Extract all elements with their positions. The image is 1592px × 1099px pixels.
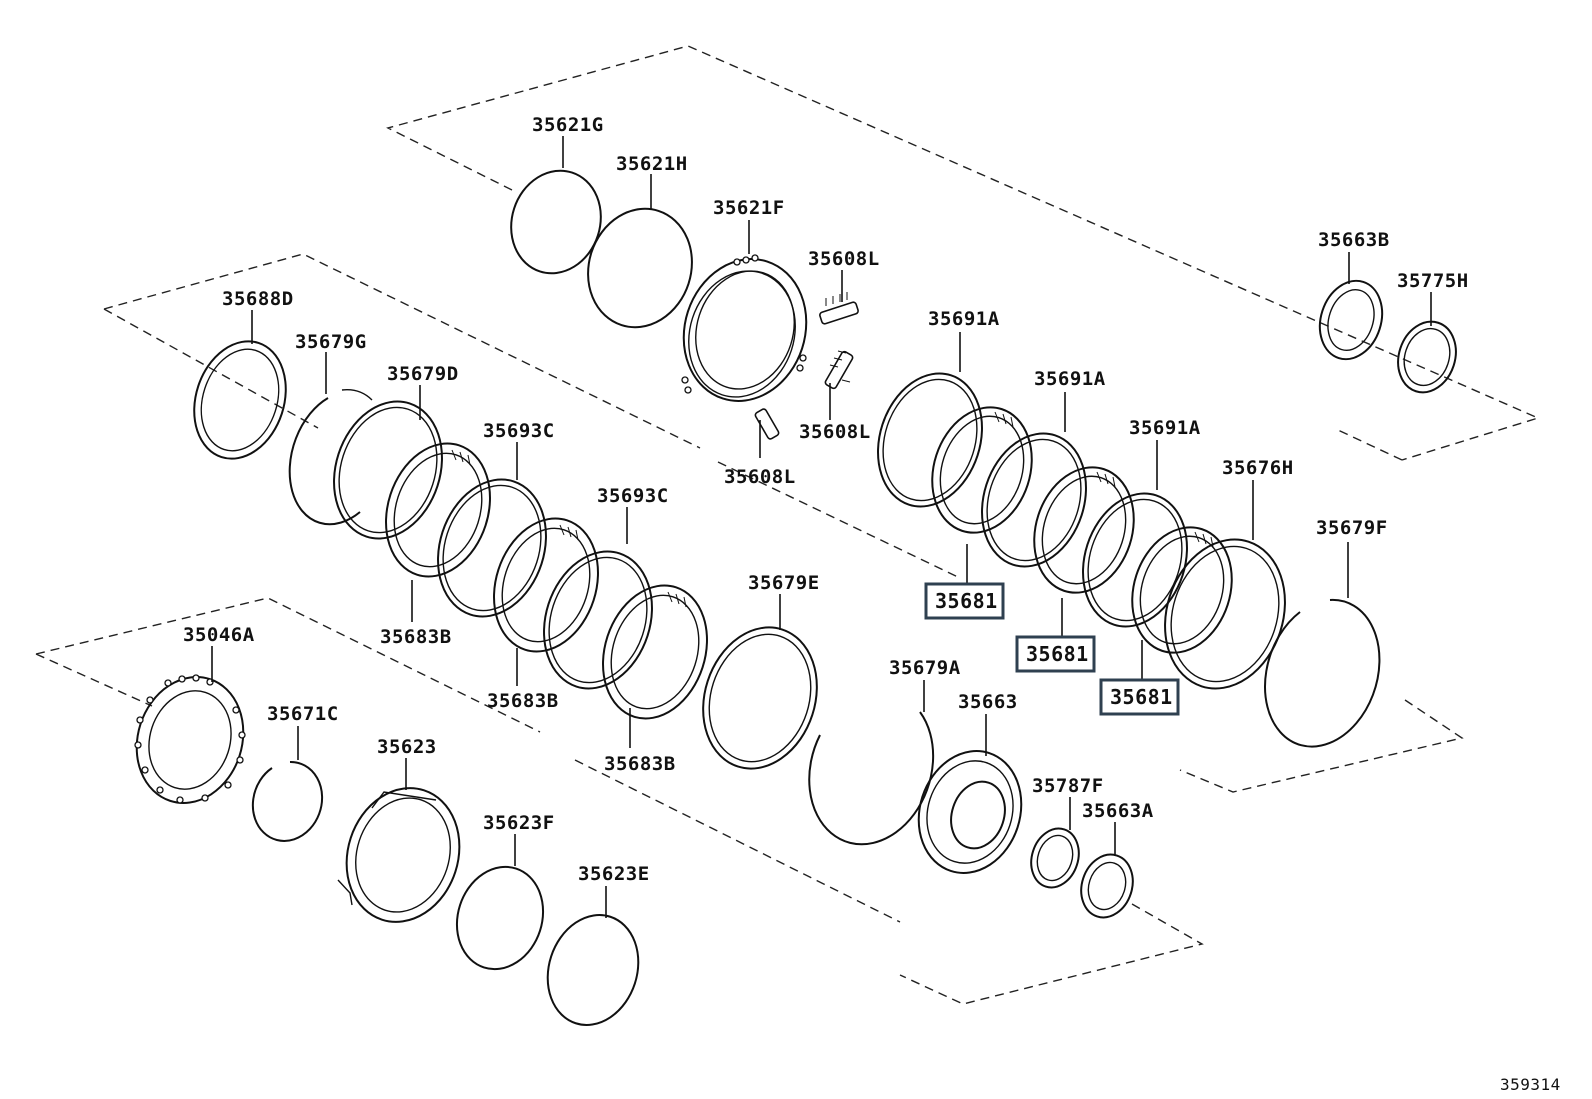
disc-35683b-3[interactable] bbox=[586, 572, 723, 732]
callout-35683b-1[interactable]: 35683B bbox=[380, 626, 452, 648]
callout-35683b-2[interactable]: 35683B bbox=[487, 690, 559, 712]
lower-group-outline-3 bbox=[899, 903, 1204, 1005]
plate-35693c-2[interactable] bbox=[527, 537, 669, 702]
disc-35681-1[interactable] bbox=[917, 394, 1048, 545]
callout-35681-3[interactable]: 35681 bbox=[1110, 685, 1173, 709]
piston-35623[interactable] bbox=[330, 773, 477, 936]
callout-35608l-top[interactable]: 35608L bbox=[808, 248, 880, 270]
plate-35693c-1[interactable] bbox=[421, 465, 563, 630]
callout-35608l-mid[interactable]: 35608L bbox=[799, 421, 871, 443]
disc-35681-3[interactable] bbox=[1117, 514, 1248, 665]
callout-35679d[interactable]: 35679D bbox=[387, 363, 459, 385]
callout-35691a-1[interactable]: 35691A bbox=[928, 308, 1000, 330]
middle-group-outline bbox=[1337, 429, 1403, 461]
spring-35608l-b[interactable] bbox=[824, 350, 854, 390]
callout-35621h[interactable]: 35621H bbox=[616, 153, 688, 175]
spring-35608l-a[interactable] bbox=[819, 292, 859, 325]
callout-35688d[interactable]: 35688D bbox=[222, 288, 294, 310]
callout-35681-1[interactable]: 35681 bbox=[935, 589, 998, 613]
lower-group-outline-2 bbox=[35, 653, 153, 707]
callout-labels: 35621G 35621H 35621F 35608L 35608L 35608… bbox=[183, 114, 1469, 885]
upper-group-outline bbox=[386, 45, 1541, 461]
race-35663a[interactable] bbox=[1073, 848, 1140, 924]
washer-35787f[interactable] bbox=[1024, 822, 1086, 893]
callout-35679a[interactable]: 35679A bbox=[889, 657, 961, 679]
callout-35679g[interactable]: 35679G bbox=[295, 331, 367, 353]
callout-35671c[interactable]: 35671C bbox=[267, 703, 339, 725]
spring-35608l-c[interactable] bbox=[754, 408, 780, 440]
callout-35676h[interactable]: 35676H bbox=[1222, 457, 1294, 479]
bearing-35663b[interactable] bbox=[1310, 273, 1392, 368]
plate-35676h[interactable] bbox=[1146, 524, 1303, 704]
plate-35691a-2[interactable] bbox=[965, 420, 1102, 580]
disc-35681-2[interactable] bbox=[1019, 454, 1150, 605]
callout-35679f[interactable]: 35679F bbox=[1316, 517, 1388, 539]
plate-35691a-3[interactable] bbox=[1066, 480, 1203, 640]
snap-ring-35679f[interactable] bbox=[1264, 598, 1381, 748]
callout-35663[interactable]: 35663 bbox=[958, 691, 1018, 713]
middle-group-outline-4 bbox=[1179, 699, 1464, 793]
callout-35046a[interactable]: 35046A bbox=[183, 624, 255, 646]
piston-35621f[interactable] bbox=[666, 243, 825, 417]
middle-group-outline-3 bbox=[103, 308, 319, 429]
highlight-box-35681-3 bbox=[1099, 678, 1180, 716]
spring-retainer-35046a[interactable] bbox=[121, 663, 259, 817]
o-ring-35621h[interactable] bbox=[573, 195, 707, 341]
callout-35691a-3[interactable]: 35691A bbox=[1129, 417, 1201, 439]
lower-group-outline-4 bbox=[574, 759, 901, 923]
ring-35688d[interactable] bbox=[180, 329, 301, 470]
callout-35787f[interactable]: 35787F bbox=[1032, 775, 1104, 797]
plate-35679d[interactable] bbox=[317, 387, 459, 552]
callout-35621g[interactable]: 35621G bbox=[532, 114, 604, 136]
callout-35623e[interactable]: 35623E bbox=[578, 863, 650, 885]
group-outlines bbox=[35, 45, 1541, 1005]
callout-35623[interactable]: 35623 bbox=[377, 736, 437, 758]
plate-35691a-1[interactable] bbox=[861, 360, 998, 520]
middle-group-outline-2 bbox=[103, 253, 701, 449]
callout-35663b[interactable]: 35663B bbox=[1318, 229, 1390, 251]
lower-group-outline bbox=[35, 597, 541, 733]
callout-35693c-1[interactable]: 35693C bbox=[483, 420, 555, 442]
snap-ring-35671c[interactable] bbox=[251, 760, 324, 842]
disc-35683b-2[interactable] bbox=[477, 505, 614, 665]
callout-35691a-2[interactable]: 35691A bbox=[1034, 368, 1106, 390]
diagram-number: 359314 bbox=[1500, 1075, 1561, 1094]
callout-35679e[interactable]: 35679E bbox=[748, 572, 820, 594]
callout-35608l-bottom[interactable]: 35608L bbox=[724, 466, 796, 488]
callout-35663a[interactable]: 35663A bbox=[1082, 800, 1154, 822]
hub-35663[interactable] bbox=[903, 738, 1036, 887]
callout-35683b-3[interactable]: 35683B bbox=[604, 753, 676, 775]
o-ring-35621g[interactable] bbox=[498, 159, 614, 285]
callout-35775h[interactable]: 35775H bbox=[1397, 270, 1469, 292]
race-35775h[interactable] bbox=[1389, 314, 1465, 400]
callout-35693c-2[interactable]: 35693C bbox=[597, 485, 669, 507]
o-ring-35623f[interactable] bbox=[444, 856, 556, 981]
o-ring-35623e[interactable] bbox=[534, 903, 652, 1037]
highlight-box-35681-2 bbox=[1015, 635, 1096, 673]
callout-35621f[interactable]: 35621F bbox=[713, 197, 785, 219]
highlight-box-35681-1 bbox=[924, 582, 1005, 620]
disc-35683b-1[interactable] bbox=[369, 430, 506, 590]
callout-35623f[interactable]: 35623F bbox=[483, 812, 555, 834]
snap-ring-35679g[interactable] bbox=[288, 397, 361, 526]
leader-lines bbox=[211, 136, 1432, 918]
snap-ring-35679a[interactable] bbox=[808, 711, 935, 846]
callout-35681-2[interactable]: 35681 bbox=[1026, 642, 1089, 666]
plate-35679e[interactable] bbox=[685, 613, 834, 784]
